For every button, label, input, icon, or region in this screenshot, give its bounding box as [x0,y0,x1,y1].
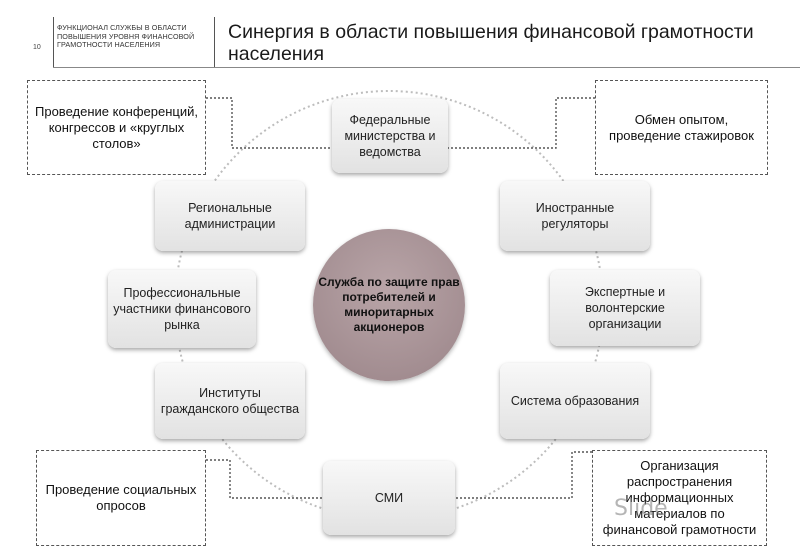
center-node: Служба по защите прав потребителей и мин… [313,229,465,381]
connector-conferences [206,97,330,149]
activity-exchange: Обмен опытом, проведение стажировок [595,80,768,175]
node-federal: Федеральные министерства и ведомства [332,99,448,173]
activity-distribution: Организация распространения информационн… [592,450,767,546]
activity-surveys: Проведение социальных опросов [36,450,206,546]
node-civil: Институты гражданского общества [155,363,305,439]
activity-conferences: Проведение конференций, конгрессов и «кр… [27,80,206,175]
header-divider-right [214,17,215,67]
section-label: ФУНКЦИОНАЛ СЛУЖБЫ В ОБЛАСТИ ПОВЫШЕНИЯ УР… [57,23,195,50]
node-regional: Региональные администрации [155,181,305,251]
node-education: Система образования [500,363,650,439]
connector-exchange [448,97,595,149]
node-media: СМИ [323,461,455,535]
watermark: Slide [614,496,668,521]
header-rule [53,67,800,68]
node-expert: Экспертные и волонтерские организации [550,270,700,346]
connector-surveys [206,459,323,499]
node-professional: Профессиональные участники финансового р… [108,270,256,348]
page-title: Синергия в области повышения финансовой … [228,21,754,65]
header-divider-left [53,17,54,67]
page-number: 10 [33,44,41,51]
node-foreign: Иностранные регуляторы [500,181,650,251]
connector-distribution [455,451,592,499]
